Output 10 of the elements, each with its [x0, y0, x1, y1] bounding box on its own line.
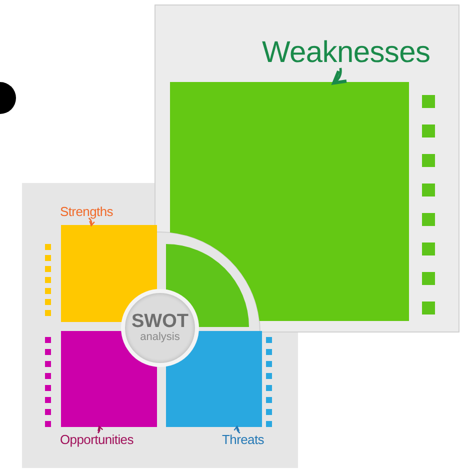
label-text: Strengths	[60, 205, 113, 218]
leader-arrow	[332, 68, 348, 85]
leader-arrow	[234, 426, 240, 434]
label-text: Weaknesses	[262, 38, 430, 68]
leader-arrow	[97, 426, 104, 434]
leader-arrow	[88, 217, 95, 226]
title-text: SWOT	[132, 312, 188, 332]
label-text: Threats	[222, 433, 264, 446]
subtitle-text: analysis	[140, 332, 180, 344]
label-text: Opportunities	[60, 433, 134, 446]
